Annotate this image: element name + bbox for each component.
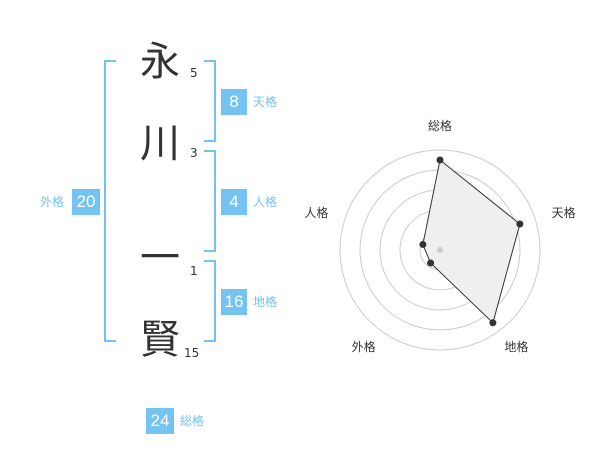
radar-point-0 bbox=[436, 156, 444, 164]
tenkaku-value: 8 bbox=[221, 89, 247, 115]
radar-point-4 bbox=[419, 240, 427, 248]
radar-point-3 bbox=[427, 259, 435, 267]
radar-axis-label-1: 天格 bbox=[552, 205, 576, 220]
name-char-2: 川 bbox=[140, 121, 180, 167]
name-char-3: 一 bbox=[140, 235, 180, 281]
tenkaku-label: 天格 bbox=[253, 95, 278, 109]
jinkaku-label: 人格 bbox=[253, 195, 278, 209]
soukaku-label: 総格 bbox=[180, 414, 205, 428]
stroke-count-1: 5 bbox=[190, 66, 198, 80]
gaikaku-bracket bbox=[104, 60, 116, 342]
radar-axis-label-3: 外格 bbox=[352, 339, 376, 354]
soukaku-value: 24 bbox=[146, 408, 174, 434]
radar-point-2 bbox=[489, 319, 497, 327]
stroke-count-2: 3 bbox=[190, 146, 198, 160]
jinkaku-bracket bbox=[204, 150, 216, 252]
radar-ring bbox=[339, 149, 541, 351]
chikaku-label: 地格 bbox=[253, 295, 278, 309]
stroke-count-4: 15 bbox=[184, 346, 200, 360]
tenkaku-bracket bbox=[204, 60, 216, 142]
radar-axis-label-4: 人格 bbox=[304, 205, 328, 220]
name-char-1: 永 bbox=[140, 39, 180, 85]
gaikaku-label: 外格 bbox=[40, 195, 65, 209]
jinkaku-value: 4 bbox=[221, 189, 247, 215]
radar-center bbox=[437, 247, 443, 253]
chikaku-bracket bbox=[204, 260, 216, 342]
radar-axis-label-0: 総格 bbox=[428, 118, 452, 133]
radar-area bbox=[422, 159, 521, 324]
name-char-4: 賢 bbox=[140, 317, 180, 363]
gaikaku-value: 20 bbox=[72, 189, 100, 215]
chikaku-value: 16 bbox=[221, 289, 247, 315]
stroke-count-3: 1 bbox=[190, 264, 198, 278]
radar-axis-label-2: 地格 bbox=[504, 339, 528, 354]
radar-point-1 bbox=[516, 220, 524, 228]
